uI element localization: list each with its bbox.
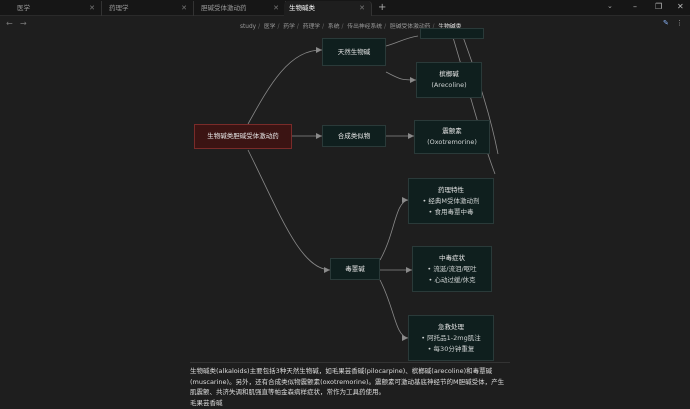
mindmap-canvas[interactable]: 生物碱类胆碱受体激动药 天然生物碱 合成类似物 毒蕈碱 槟榔碱 (Arecoli… xyxy=(0,28,690,364)
breadcrumb-item[interactable]: study xyxy=(240,24,257,30)
tab-medicine[interactable]: 医学 ✕ xyxy=(12,1,102,16)
edge-root-natural xyxy=(247,49,323,125)
arrowhead xyxy=(410,77,416,83)
divider xyxy=(190,362,510,363)
close-icon[interactable]: ✕ xyxy=(89,4,95,12)
node-line: • 经典M受体激动剂 xyxy=(422,196,480,205)
mindmap-node-oxotremorine[interactable]: 震颤素 (Oxotremorine) xyxy=(414,120,490,154)
forward-arrow-icon[interactable]: → xyxy=(20,19,27,28)
tab-label: 药理学 xyxy=(109,4,129,12)
node-line: • 心动过缓/休克 xyxy=(428,275,476,284)
edge-muscarine-pharmacology xyxy=(379,199,409,261)
note-body[interactable]: 生物碱类(alkaloids)主要包括3种天然生物碱，如毛果芸香碱(piloca… xyxy=(190,366,510,408)
mindmap-node-pharmacology[interactable]: 药理特性 • 经典M受体激动剂 • 食用毒蕈中毒 xyxy=(408,178,494,224)
breadcrumb: study/ 医学/ 药学/ 药理学/ 系统/ 传出神经系统/ 胆碱受体激动药/… xyxy=(240,24,462,30)
node-label: 天然生物碱 xyxy=(337,47,371,56)
node-label: 生物碱类胆碱受体激动药 xyxy=(207,132,279,140)
tab-pharmacology[interactable]: 药理学 ✕ xyxy=(104,1,194,16)
close-window-button[interactable]: ✕ xyxy=(677,2,684,11)
arrowhead xyxy=(324,267,330,273)
node-sublabel: (Oxotremorine) xyxy=(427,138,477,146)
node-label: 震颤素 xyxy=(442,127,462,135)
maximize-button[interactable]: ❐ xyxy=(655,2,663,11)
back-arrow-icon[interactable]: ← xyxy=(6,19,13,28)
arrowhead xyxy=(316,133,322,139)
node-label: 合成类似物 xyxy=(337,131,371,140)
edge-natural-top xyxy=(385,35,419,47)
close-icon[interactable]: ✕ xyxy=(359,4,365,12)
arrowhead xyxy=(408,133,414,139)
chevron-down-icon[interactable]: ⌄ xyxy=(607,2,613,10)
arrowhead xyxy=(316,47,322,53)
edge-top-right-2 xyxy=(461,34,499,155)
node-label: 毒蕈碱 xyxy=(345,264,365,273)
breadcrumb-item[interactable]: 药理学 xyxy=(302,24,321,30)
edge-top-right xyxy=(451,34,496,175)
arrowhead xyxy=(402,335,408,341)
new-tab-icon[interactable]: + xyxy=(378,2,387,13)
node-title: 急救处理 xyxy=(438,322,464,331)
node-line: • 每30分钟重复 xyxy=(427,344,475,353)
breadcrumb-current: 生物碱类 xyxy=(438,24,462,30)
edit-icon[interactable]: ✎ xyxy=(663,19,669,27)
node-sublabel: (Arecoline) xyxy=(431,81,467,89)
body-paragraph: 生物碱类(alkaloids)主要包括3种天然生物碱，如毛果芸香碱(piloca… xyxy=(190,367,505,396)
section-heading: 毛果芸香碱 xyxy=(190,398,223,407)
node-line: • 食用毒蕈中毒 xyxy=(428,207,474,216)
breadcrumb-item[interactable]: 传出神经系统 xyxy=(347,24,383,30)
tab-label: 胆碱受体激动药 xyxy=(201,4,247,12)
breadcrumb-item[interactable]: 系统 xyxy=(327,24,340,30)
close-icon[interactable]: ✕ xyxy=(181,4,187,12)
mindmap-edges xyxy=(247,34,499,341)
minimize-button[interactable]: – xyxy=(633,2,637,11)
mindmap-node-poisoning[interactable]: 中毒症状 • 流涎/流泪/呕吐 • 心动过缓/休克 xyxy=(412,246,492,292)
breadcrumb-item[interactable]: 药学 xyxy=(283,24,295,30)
arrowhead xyxy=(402,197,408,203)
nav-bar: ← → study/ 医学/ 药学/ 药理学/ 系统/ 传出神经系统/ 胆碱受体… xyxy=(0,16,690,34)
node-line: • 流涎/流泪/呕吐 xyxy=(427,264,477,273)
mindmap-node-partial[interactable] xyxy=(420,28,484,39)
mindmap-node-natural[interactable]: 天然生物碱 xyxy=(322,38,386,66)
edge-root-muscarine xyxy=(247,149,331,271)
mindmap-node-root[interactable]: 生物碱类胆碱受体激动药 xyxy=(194,124,292,149)
node-title: 中毒症状 xyxy=(439,253,465,262)
mindmap-node-arecoline[interactable]: 槟榔碱 (Arecoline) xyxy=(416,62,482,98)
breadcrumb-item[interactable]: 胆碱受体激动药 xyxy=(389,24,431,30)
edge-muscarine-rescue xyxy=(379,279,409,339)
tab-label: 医学 xyxy=(17,4,30,12)
node-label: 槟榔碱 xyxy=(439,70,459,78)
tab-bar: 医学 ✕ 药理学 ✕ 胆碱受体激动药 ✕ 生物碱类 ✕ + ⌄ – ❐ ✕ xyxy=(0,0,690,16)
tab-label: 生物碱类 xyxy=(289,4,315,12)
more-options-icon[interactable]: ⋮ xyxy=(676,19,683,27)
arrowhead xyxy=(406,267,412,273)
mindmap-node-rescue[interactable]: 急救处理 • 阿托品1-2mg肌注 • 每30分钟重复 xyxy=(408,315,494,361)
node-title: 药理特性 xyxy=(438,185,464,194)
mindmap-node-muscarine[interactable]: 毒蕈碱 xyxy=(330,258,380,280)
tab-alkaloids[interactable]: 生物碱类 ✕ xyxy=(284,1,372,16)
mindmap-node-synthetic[interactable]: 合成类似物 xyxy=(322,125,386,147)
breadcrumb-item[interactable]: 医学 xyxy=(263,24,276,30)
node-line: • 阿托品1-2mg肌注 xyxy=(421,333,481,342)
close-icon[interactable]: ✕ xyxy=(273,4,279,12)
tab-cholinergic[interactable]: 胆碱受体激动药 ✕ xyxy=(196,1,286,16)
